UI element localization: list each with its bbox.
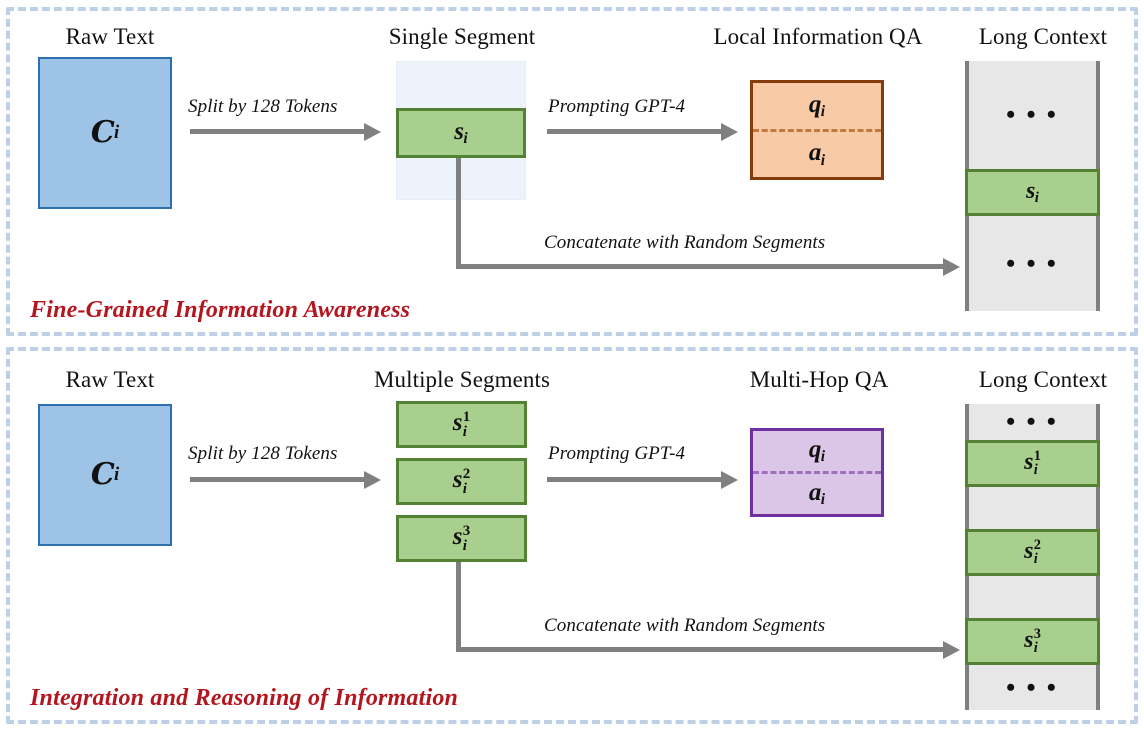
long-context-cell-ellipsis: • • • <box>969 61 1096 169</box>
arrow-prompt-top-line <box>547 129 723 134</box>
arrow-label-split-bottom: Split by 128 Tokens <box>188 443 338 464</box>
symbol-c: C <box>90 115 115 150</box>
segment-3-symbol: s <box>452 523 463 551</box>
long-context-cell-ellipsis: • • • <box>969 216 1096 311</box>
long-context-column-top: • • • si • • • <box>965 61 1100 311</box>
caption-integration: Integration and Reasoning of Information <box>30 685 459 711</box>
long-context-cell-ellipsis: • • • <box>969 404 1096 440</box>
caption-fine-grained: Fine-Grained Information Awareness <box>30 297 411 323</box>
heading-raw-text-bottom: Raw Text <box>65 367 155 392</box>
arrow-label-split-top: Split by 128 Tokens <box>188 96 338 117</box>
qa-question-top: qi <box>808 90 826 121</box>
long-context-cell-gap <box>969 576 1096 618</box>
qa-question-symbol-bottom: q <box>808 436 822 464</box>
segment-2-symbol: s <box>452 466 463 494</box>
heading-raw-text-top: Raw Text <box>65 24 155 49</box>
heading-long-context-bottom: Long Context <box>978 367 1108 392</box>
arrow-prompt-bottom-head <box>721 470 738 489</box>
multi-hop-qa-box: qi ai <box>750 428 884 517</box>
arrow-concat-top-vline <box>456 158 461 269</box>
arrow-label-concat-top: Concatenate with Random Segments <box>544 232 826 253</box>
qa-divider-top <box>753 128 881 132</box>
symbol-c-subscript: i <box>113 121 120 143</box>
local-information-qa-box: qi ai <box>750 80 884 180</box>
long-context-segment-symbol-top: s <box>1026 177 1036 204</box>
qa-question-bottom: qi <box>808 436 826 466</box>
long-context-cell-gap <box>969 487 1096 529</box>
arrow-concat-top-head <box>943 258 960 276</box>
qa-answer-symbol-bottom: a <box>808 479 822 507</box>
arrow-split-top-line <box>190 129 366 134</box>
qa-answer-symbol-top: a <box>808 139 822 167</box>
arrow-prompt-bottom-line <box>547 477 723 482</box>
qa-answer-bottom: ai <box>808 479 826 509</box>
ellipsis-glyph: • • • <box>1006 407 1059 436</box>
ellipsis-glyph: • • • <box>1006 672 1059 702</box>
single-segment-symbol: si <box>454 118 468 148</box>
arrow-split-bottom-head <box>364 470 381 489</box>
qa-question-symbol-top: q <box>808 90 822 118</box>
arrow-label-prompt-bottom: Prompting GPT-4 <box>548 443 686 464</box>
qa-answer-top: ai <box>808 139 826 169</box>
panel-fine-grained <box>6 7 1138 336</box>
long-context-cell-segment: si <box>965 169 1100 216</box>
arrow-label-prompt-top: Prompting GPT-4 <box>548 96 686 117</box>
symbol-c: C <box>90 457 115 492</box>
segment-1-symbol: s <box>452 409 463 437</box>
arrow-concat-bottom-line <box>456 647 953 652</box>
ellipsis-glyph: • • • <box>1006 248 1059 278</box>
heading-multiple-segments: Multiple Segments <box>373 367 551 392</box>
arrow-concat-bottom-head <box>943 640 960 659</box>
heading-local-information-qa: Local Information QA <box>713 24 923 49</box>
heading-multi-hop-qa: Multi-Hop QA <box>749 367 889 392</box>
arrow-concat-top-line <box>456 264 953 269</box>
arrow-split-bottom-line <box>190 477 366 482</box>
arrow-prompt-top-head <box>721 122 738 141</box>
single-segment-box: si <box>396 108 526 158</box>
arrow-split-top-head <box>364 122 381 141</box>
panel-integration <box>6 347 1138 724</box>
long-context-cell-ellipsis: • • • <box>969 665 1096 710</box>
ellipsis-glyph: • • • <box>1006 100 1059 129</box>
symbol-c-subscript: i <box>113 463 120 485</box>
heading-long-context-top: Long Context <box>978 24 1108 49</box>
arrow-concat-bottom-vline <box>456 562 461 652</box>
heading-single-segment: Single Segment <box>388 24 536 49</box>
qa-divider-bottom <box>753 471 881 474</box>
arrow-label-concat-bottom: Concatenate with Random Segments <box>544 615 826 636</box>
